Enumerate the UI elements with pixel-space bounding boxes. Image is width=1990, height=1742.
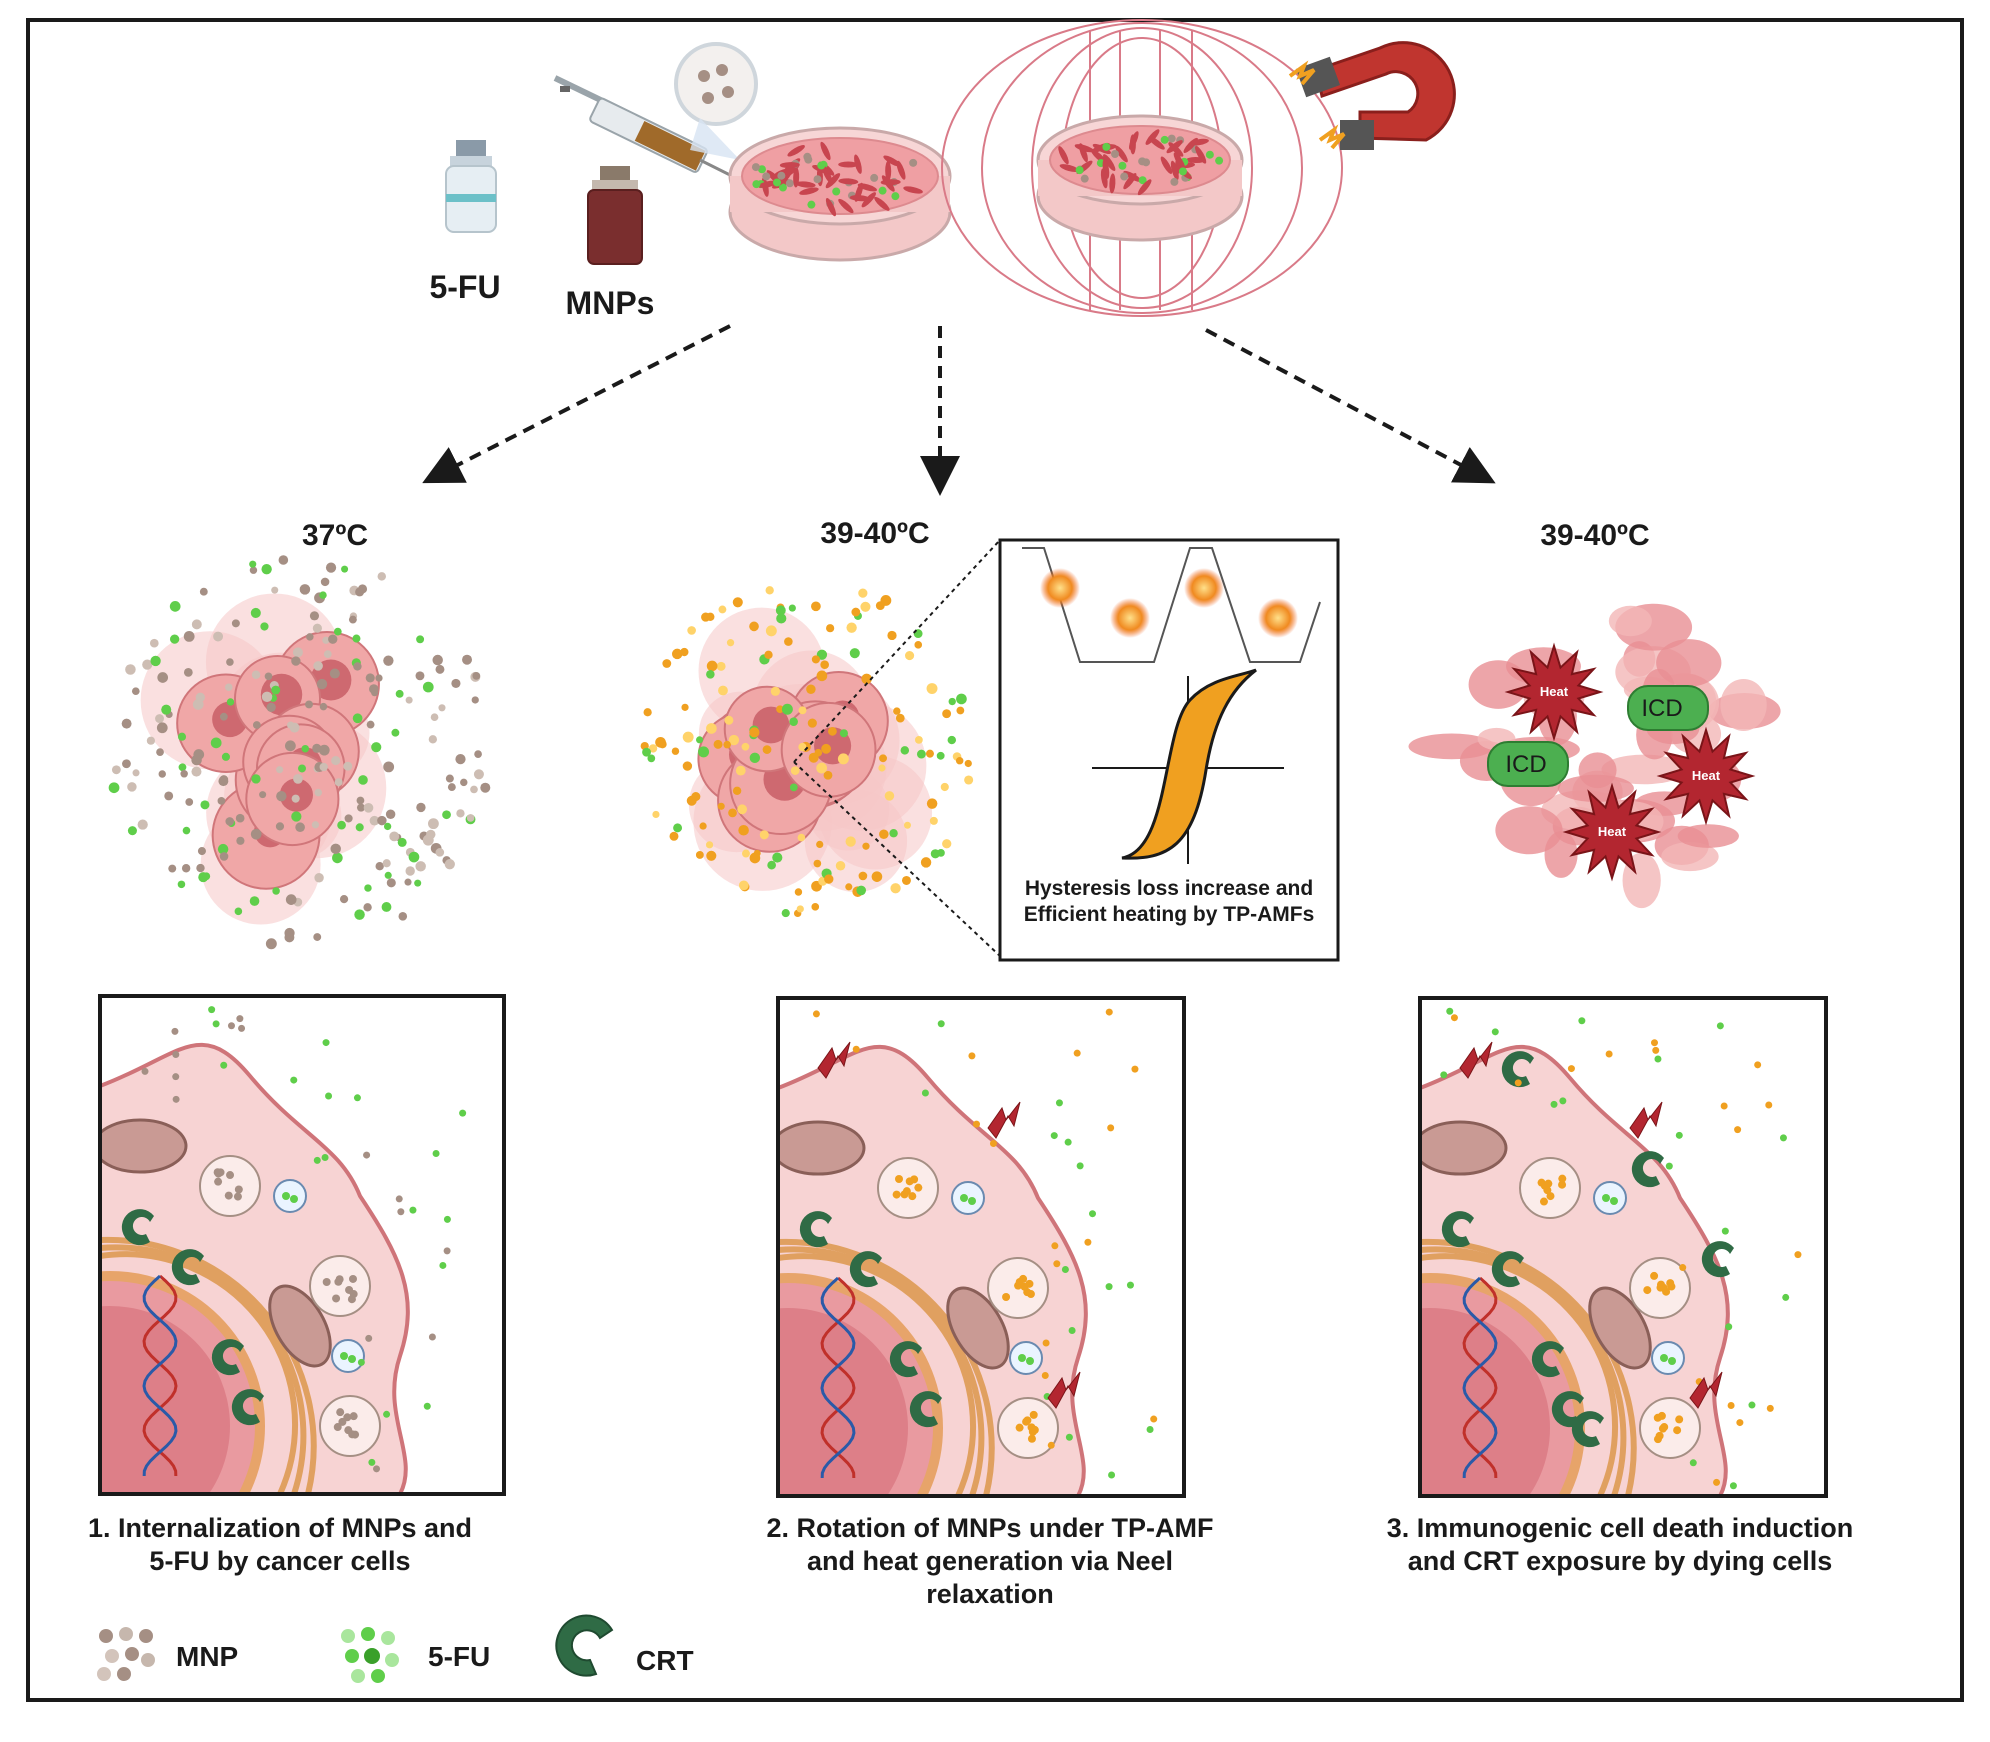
icd-label-1: ICD (1641, 695, 1683, 722)
fu-vial-icon (445, 140, 497, 233)
petri-dish-magnetized-icon (1036, 114, 1244, 242)
legend-mnp-label: MNP (176, 1641, 239, 1672)
legend-crt-icon (555, 1614, 614, 1677)
step-3-caption: 3. Immunogenic cell death induction and … (1360, 1512, 1880, 1578)
step-3-panel (1418, 996, 1828, 1498)
step-2-caption-line2: and heat generation via Neel (806, 1545, 1174, 1576)
arrow-to-37c (422, 324, 731, 484)
step-2-panel (776, 996, 1186, 1498)
heat-label-3: Heat (1597, 824, 1627, 839)
hysteresis-loop-graph (1092, 668, 1284, 864)
magnet-icon (1288, 41, 1456, 150)
tumor-dying (1408, 603, 1781, 909)
tumor-37c (108, 555, 491, 950)
arrow-to-right (1205, 328, 1496, 484)
legend-crt-label: CRT (636, 1645, 694, 1676)
zoom-lines (793, 539, 1001, 957)
hysteresis-inset (998, 538, 1340, 962)
figure-frame (26, 18, 1964, 1702)
step-3-caption-line1: 3. Immunogenic cell death induction (1386, 1513, 1854, 1543)
step-1-caption: 1. Internalization of MNPs and 5-FU by c… (60, 1512, 500, 1578)
temperature-middle: 39-40ºC (820, 517, 930, 550)
mnp-vial-label: MNPs (565, 285, 655, 321)
heat-label-1: Heat (1539, 684, 1569, 699)
heat-label-2: Heat (1691, 768, 1721, 783)
inset-caption: Hysteresis loss increase and Efficient h… (1023, 877, 1315, 926)
fu-vial-label: 5-FU (429, 269, 501, 305)
step-1-panel (98, 994, 506, 1496)
legend-fu-label: 5-FU (428, 1641, 491, 1672)
temperature-right: 39-40ºC (1540, 519, 1650, 552)
mnp-vial-icon (587, 166, 643, 265)
step-2-caption: 2. Rotation of MNPs under TP-AMF and hea… (740, 1512, 1240, 1611)
temperature-left: 37ºC (302, 519, 368, 552)
icd-label-2: ICD (1505, 751, 1547, 778)
syringe-icon (553, 42, 758, 180)
tumor-heated (640, 586, 974, 918)
step-3-caption-line2: and CRT exposure by dying cells (1407, 1545, 1833, 1576)
step-1-caption-line1: 1. Internalization of MNPs and (87, 1513, 473, 1543)
step-2-caption-line1: 2. Rotation of MNPs under TP-AMF (766, 1513, 1214, 1543)
flow-arrows (422, 324, 1496, 496)
rotating-mnp-icons (1040, 568, 1298, 638)
legend-mnp-icon (97, 1627, 155, 1681)
step-1-caption-line2: 5-FU by cancer cells (149, 1545, 411, 1576)
legend-fu-icon (341, 1627, 399, 1683)
step-2-caption-line3: relaxation (926, 1578, 1054, 1609)
petri-dish-icon (728, 126, 952, 262)
